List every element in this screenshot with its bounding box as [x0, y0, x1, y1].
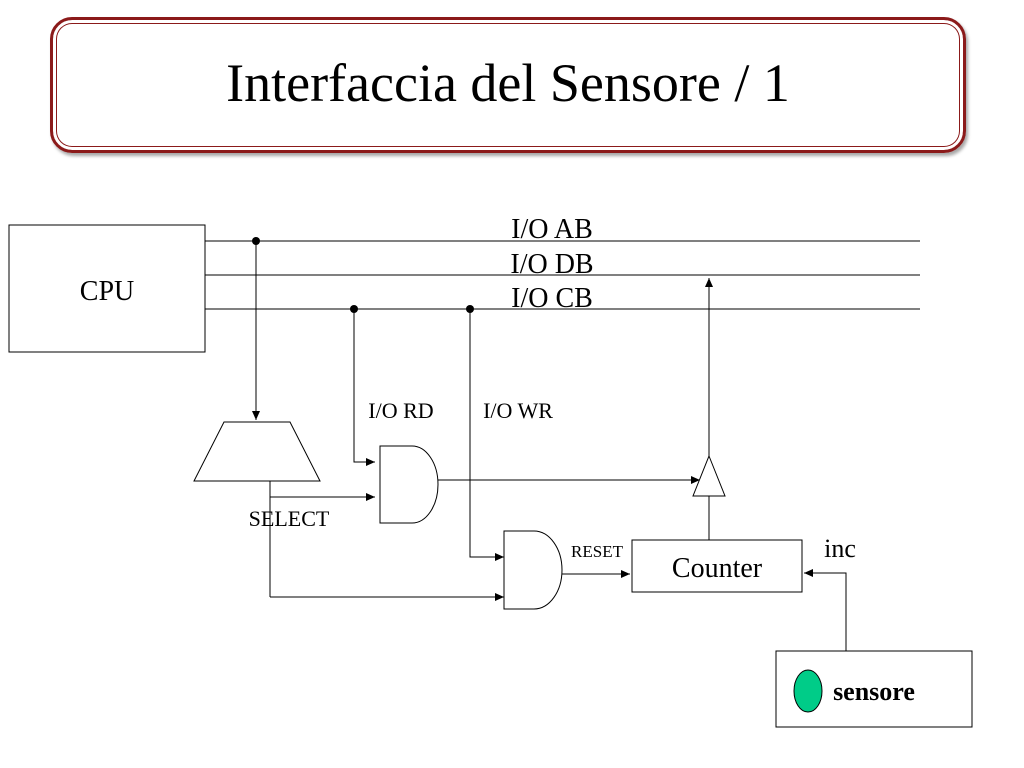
bus-lines	[205, 240, 920, 310]
and-gate-write	[503, 530, 563, 610]
sensor-label: sensore	[833, 677, 915, 706]
io-wr-wire	[469, 309, 504, 561]
io-rd-wire	[353, 309, 375, 466]
title-box: Interfaccia del Sensore / 1	[50, 17, 966, 153]
select-label: SELECT	[249, 506, 330, 531]
slide-title: Interfaccia del Sensore / 1	[226, 53, 790, 113]
counter-label: Counter	[672, 553, 763, 584]
bus-ab-label: I/O AB	[511, 214, 593, 245]
io-rd-label: I/O RD	[368, 398, 433, 423]
inc-label: inc	[824, 534, 856, 563]
bus-db-label: I/O DB	[510, 249, 593, 280]
address-decoder	[193, 421, 321, 482]
cpu-label: CPU	[80, 276, 134, 307]
cpu-block: CPU	[8, 224, 206, 353]
tristate-buffer	[692, 454, 726, 497]
counter-block: Counter	[631, 539, 803, 593]
sensor-block: sensore	[775, 650, 973, 728]
sensor-indicator	[793, 669, 823, 713]
reset-label: RESET	[571, 542, 624, 561]
io-wr-label: I/O WR	[483, 398, 553, 423]
bus-cb-label: I/O CB	[511, 283, 593, 314]
sensor-inc-wire	[804, 569, 847, 651]
and-gate-read	[379, 445, 439, 524]
